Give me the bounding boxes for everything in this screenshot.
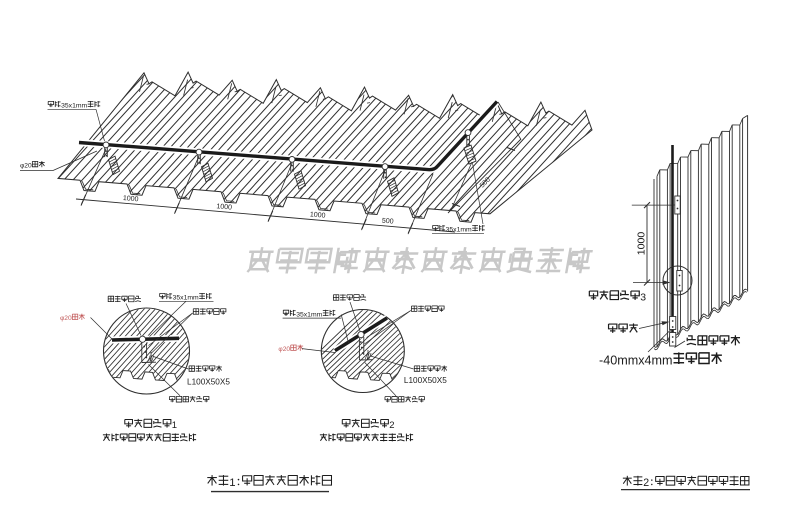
svg-text:1: 1 — [229, 477, 235, 489]
svg-text:L100X50X5: L100X50X5 — [187, 378, 230, 387]
svg-text:500: 500 — [382, 218, 394, 226]
svg-text:35x1mm: 35x1mm — [61, 103, 87, 110]
svg-text:L100X50X5: L100X50X5 — [404, 376, 447, 385]
svg-text:1000: 1000 — [310, 211, 326, 219]
svg-text:2: 2 — [643, 477, 649, 489]
svg-text:φ20: φ20 — [278, 346, 290, 353]
svg-text:1000: 1000 — [216, 203, 232, 211]
svg-text:1000: 1000 — [636, 232, 648, 256]
svg-text:φ20: φ20 — [20, 163, 32, 170]
svg-text:1000: 1000 — [123, 195, 139, 203]
svg-text:35x1mm: 35x1mm — [173, 295, 199, 302]
svg-text:35x1mm: 35x1mm — [446, 227, 472, 234]
svg-text:3: 3 — [640, 292, 646, 303]
svg-text:-40mmx4mm: -40mmx4mm — [599, 354, 673, 368]
svg-text:φ20: φ20 — [60, 315, 72, 322]
svg-text:1: 1 — [172, 420, 177, 431]
svg-text:2: 2 — [389, 420, 394, 431]
svg-text:35x1mm: 35x1mm — [296, 311, 322, 318]
